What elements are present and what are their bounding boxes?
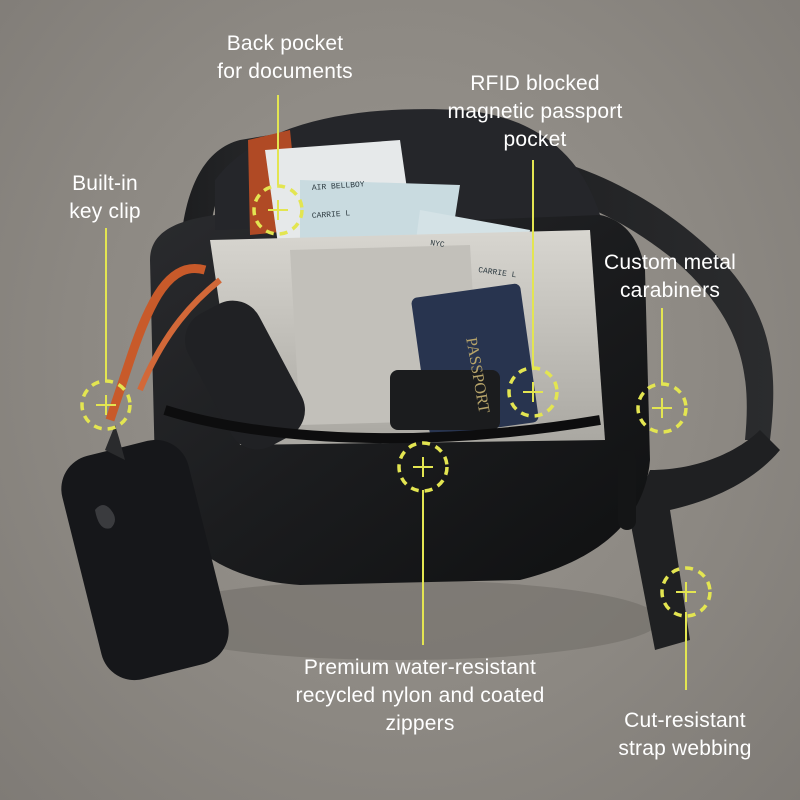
- callout-strap: Cut-resistant strap webbing: [590, 707, 780, 763]
- callout-lines: [105, 95, 687, 690]
- callout-back-pocket: Back pocket for documents: [175, 30, 395, 86]
- callout-key-line-2: key clip: [69, 200, 141, 223]
- callout-strap-line-1: Cut-resistant: [624, 709, 746, 732]
- flashlight: [185, 300, 305, 450]
- floor-shadow: [140, 580, 660, 660]
- callout-key-line-1: Built-in: [72, 172, 138, 195]
- wallet: [390, 370, 500, 430]
- callout-back-pocket-line-2: for documents: [217, 60, 353, 83]
- marker-strap: [660, 566, 712, 618]
- callout-nylon: Premium water-resistant recycled nylon a…: [260, 654, 580, 738]
- doc-text-name: AIR BELLBOY: [312, 180, 366, 193]
- callout-rfid-line-1: RFID blocked: [470, 72, 600, 95]
- shoulder-strap: [179, 130, 300, 300]
- marker-rfid: [507, 366, 559, 418]
- marker-key: [80, 379, 132, 431]
- front-zipper: [163, 405, 601, 444]
- key-case: [61, 439, 229, 681]
- doc-text-passenger-1: CARRIE L: [312, 209, 351, 221]
- key-hook: [105, 425, 125, 460]
- marker-carab: [636, 382, 688, 434]
- callout-key-clip: Built-in key clip: [40, 170, 170, 226]
- callout-carab-line-2: carabiners: [619, 279, 721, 302]
- lower-strap: [630, 430, 780, 650]
- callout-carabiners: Custom metal carabiners: [570, 249, 770, 305]
- zipper-pull: [618, 450, 636, 530]
- callout-markers: [80, 184, 712, 618]
- marker-nylon: [397, 441, 449, 493]
- callout-nylon-line-3: zippers: [385, 712, 455, 735]
- callout-strap-line-2: strap webbing: [618, 737, 752, 760]
- callout-rfid-line-3: pocket: [503, 128, 567, 151]
- callout-back-pocket-line-1: Back pocket: [226, 32, 344, 55]
- callout-rfid-pocket: RFID blocked magnetic passport pocket: [420, 70, 650, 154]
- marker-back: [252, 184, 304, 236]
- key-cord-2: [137, 277, 222, 392]
- callout-rfid-line-2: magnetic passport: [447, 100, 623, 123]
- doc-text-destination: NYC: [430, 239, 446, 250]
- key-case-logo: [95, 505, 115, 529]
- callout-nylon-line-1: Premium water-resistant: [303, 656, 537, 679]
- callout-nylon-line-2: recycled nylon and coated: [295, 684, 545, 707]
- callout-carab-line-1: Custom metal: [604, 251, 736, 274]
- key-cord: [105, 264, 207, 422]
